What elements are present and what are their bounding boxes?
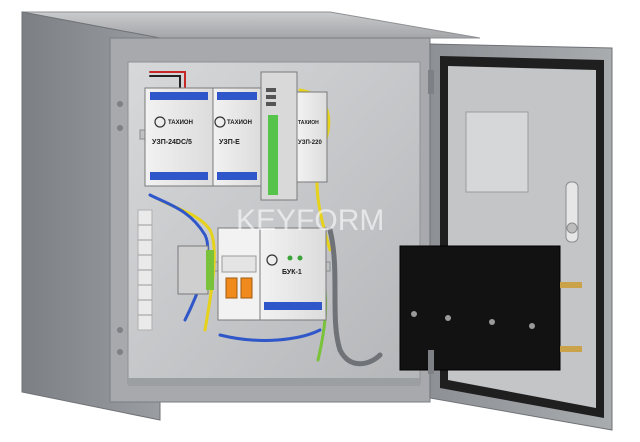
- black-wire: [149, 75, 181, 91]
- blue-wire: [218, 328, 322, 342]
- frame-screw: [117, 349, 123, 355]
- module-logo-icon: [266, 254, 278, 266]
- document-pocket: [465, 111, 529, 193]
- module-brand: ТАХИОН: [227, 120, 252, 126]
- module-power-supply: [260, 71, 298, 201]
- circuit-breaker: [217, 227, 261, 321]
- module-label: БУК-1: [282, 269, 302, 276]
- frame-screw: [117, 101, 123, 107]
- module-logo-icon: [154, 116, 166, 128]
- module-uzp-220: ТАХИОН УЗП-220: [296, 91, 328, 183]
- door-lock-handle: [565, 181, 579, 243]
- cabinet-door: [399, 43, 613, 431]
- brass-standoff: [560, 346, 582, 352]
- bracket-screw: [411, 311, 417, 317]
- module-logo-icon: [214, 116, 226, 128]
- module-label: УЗП-Е: [219, 139, 240, 146]
- terminal-block: [177, 245, 214, 295]
- status-led: [297, 255, 303, 261]
- terminal-strip-left: [137, 209, 153, 331]
- module-buk-1: БУК-1: [259, 227, 327, 321]
- module-label: УЗП-24DC/5: [152, 139, 192, 146]
- door-hinge: [428, 70, 434, 94]
- blue-wire: [148, 193, 210, 322]
- module-uzp-e: ТАХИОН УЗП-Е: [212, 87, 262, 187]
- red-wire: [149, 71, 186, 91]
- frame-screw: [117, 327, 123, 333]
- door-hinge: [428, 350, 434, 374]
- breaker-toggle: [225, 277, 238, 299]
- module-brand: ТАХИОН: [168, 120, 193, 126]
- grey-cable: [327, 227, 383, 367]
- mounting-bracket: [399, 245, 582, 371]
- brass-standoff: [560, 282, 582, 288]
- module-brand: ТАХИОН: [298, 120, 319, 126]
- frame-screw: [117, 125, 123, 131]
- mounting-panel-bottom-edge: [128, 378, 420, 386]
- watermark-text: KEYFORM: [236, 204, 384, 237]
- bracket-screw: [489, 319, 495, 325]
- module-label: УЗП-220: [298, 140, 322, 146]
- module-uzp-24dc: ТАХИОН УЗП-24DC/5: [144, 87, 214, 187]
- breaker-toggle: [240, 277, 253, 299]
- status-led: [287, 255, 293, 261]
- bracket-screw: [529, 323, 535, 329]
- bracket-screw: [445, 315, 451, 321]
